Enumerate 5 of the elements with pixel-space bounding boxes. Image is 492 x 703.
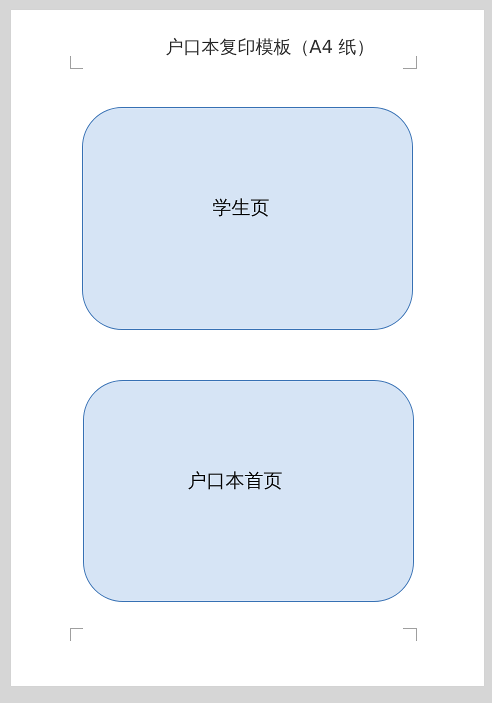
title: 户口本复印模板（A4 纸） [164, 36, 376, 59]
box-label: 户口本首页 [188, 469, 282, 494]
rounded-box [82, 107, 413, 330]
box-label: 学生页 [212, 196, 270, 221]
rounded-box [83, 380, 414, 602]
